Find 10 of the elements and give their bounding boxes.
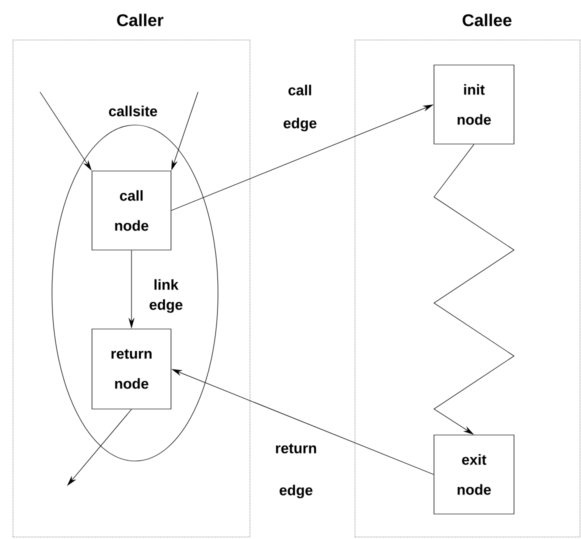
node-box: return node bbox=[92, 328, 172, 410]
node-box: call node bbox=[92, 170, 172, 250]
edge-label: return edge bbox=[269, 442, 323, 500]
node-label: callsite bbox=[108, 106, 158, 116]
node-label: Callee bbox=[462, 14, 512, 26]
node-box: init node bbox=[434, 64, 514, 144]
edge-label: call edge bbox=[273, 84, 327, 132]
node-label: Caller bbox=[117, 14, 164, 26]
edge-label: link edge bbox=[139, 278, 193, 314]
node-box: exit node bbox=[434, 434, 514, 514]
